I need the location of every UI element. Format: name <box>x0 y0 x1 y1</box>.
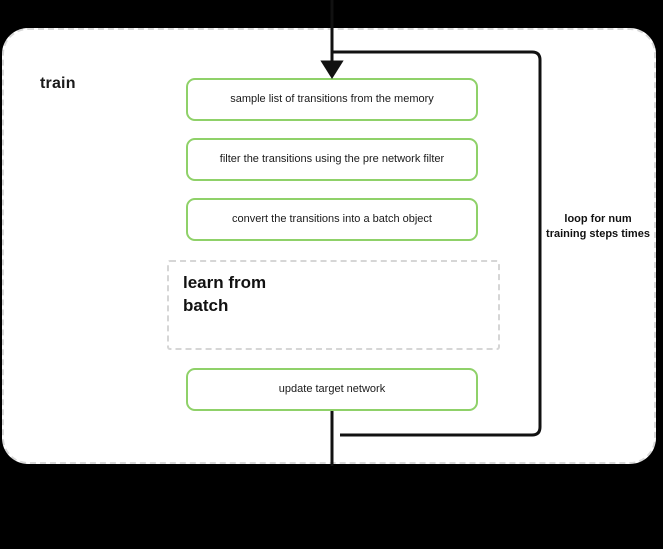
step-label: update target network <box>278 382 386 395</box>
loop-label: loop for num training steps times <box>546 213 650 240</box>
learn-from-batch-title: learn from batch <box>183 273 267 315</box>
step-label: convert the transitions into a batch obj… <box>232 212 432 225</box>
train-title: train <box>40 75 76 92</box>
step-sample-list-of-transitions[interactable]: sample list of transitions from the memo… <box>186 78 478 121</box>
step-label: sample list of transitions from the memo… <box>230 92 434 105</box>
step-filter-transitions[interactable]: filter the transitions using the pre net… <box>186 138 478 181</box>
step-label: filter the transitions using the pre net… <box>219 152 445 165</box>
step-update-target-network[interactable]: update target network <box>186 368 478 411</box>
learn-from-batch-block[interactable]: learn from batch <box>167 260 500 350</box>
step-convert-transitions[interactable]: convert the transitions into a batch obj… <box>186 198 478 241</box>
